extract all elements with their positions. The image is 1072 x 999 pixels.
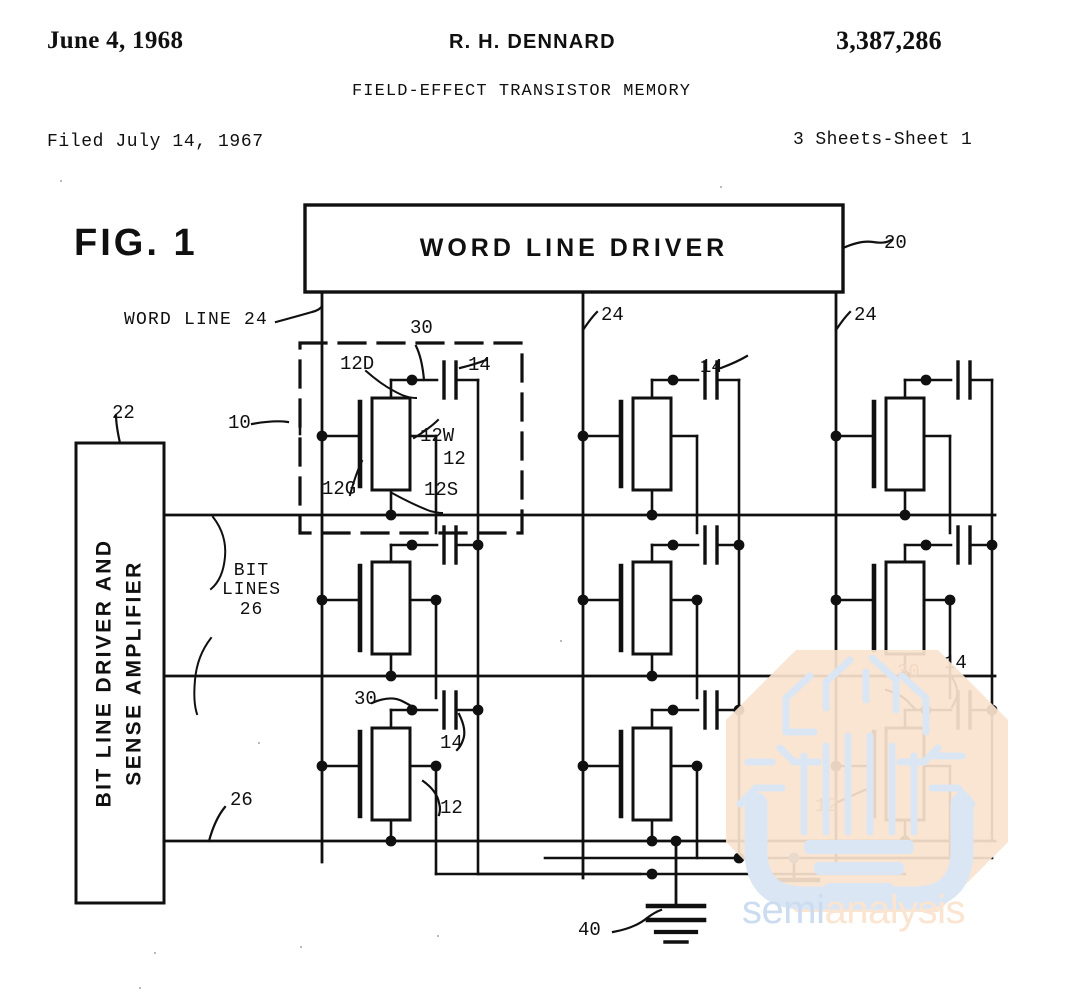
cell-r1c3-transistor-body — [884, 396, 926, 492]
junction-dots — [316, 374, 998, 880]
patent-title: FIELD-EFFECT TRANSISTOR MEMORY — [352, 82, 692, 101]
dot-bus-mid-652 — [646, 868, 658, 880]
dot-r2c2-cap — [733, 539, 745, 551]
cell-r3c1-transistor-body — [370, 726, 412, 822]
dot-r1c2-node — [667, 374, 679, 386]
scan-speck — [720, 186, 722, 188]
dot-bus-upper-739 — [733, 852, 745, 864]
cell-r2c3-transistor-body — [884, 560, 926, 656]
leader-22 — [114, 413, 122, 445]
dot-bus-ground-right — [788, 852, 800, 864]
leader-24-b — [581, 310, 599, 332]
leader-12w — [412, 418, 440, 440]
dot-r3c1-cap — [472, 704, 484, 716]
dot-r2c2-node — [667, 539, 679, 551]
dot-r3c3-wl — [830, 760, 842, 772]
dot-r2c1-wl — [316, 594, 328, 606]
cell-r3c3-transistor-body — [884, 726, 926, 822]
figure-label: FIG. 1 — [74, 222, 198, 264]
cell-r1c1-transistor-body — [370, 396, 412, 492]
dot-r2c3-wl — [830, 594, 842, 606]
leader-40 — [611, 908, 663, 934]
dot-r2c1-src — [385, 670, 397, 682]
patent-filed-date: Filed July 14, 1967 — [47, 132, 264, 152]
dot-r3c2-wl — [577, 760, 589, 772]
dot-r2c3-src — [899, 670, 911, 682]
leader-bitlines-lower — [193, 636, 213, 716]
dot-r3c2-src — [646, 835, 658, 847]
leader-14-a — [458, 358, 488, 370]
dot-r2c2-src — [646, 670, 658, 682]
dot-r2c2-wl — [577, 594, 589, 606]
scan-speck — [154, 952, 156, 954]
leader-12g — [348, 459, 364, 497]
dot-r1c1-wl — [316, 430, 328, 442]
leader-12d — [364, 369, 418, 400]
cell-r2c2-transistor-body — [631, 560, 673, 656]
scan-speck — [300, 946, 302, 948]
dot-r2c3-node — [920, 539, 932, 551]
dot-r3c3-src — [899, 835, 911, 847]
dot-r3c1-sub — [430, 760, 442, 772]
dot-r2c3-sub — [944, 594, 956, 606]
dot-r1c2-src — [646, 509, 658, 521]
leader-12-d — [836, 784, 876, 804]
dot-bus-ground40 — [670, 835, 682, 847]
bit-line-driver-box — [74, 441, 166, 905]
dot-r2c3-cap — [986, 539, 998, 551]
cell-r3c2-transistor-body — [631, 726, 673, 822]
scan-speck — [437, 935, 439, 937]
dot-r1c3-src — [899, 509, 911, 521]
dot-r3c2-node — [667, 704, 679, 716]
leader-12s — [390, 491, 444, 515]
dot-r2c1-sub — [430, 594, 442, 606]
cell-10-dashed-outline — [298, 341, 524, 535]
leader-10 — [250, 420, 290, 426]
leader-12-c — [421, 779, 442, 817]
patent-date: June 4, 1968 — [47, 27, 184, 54]
leader-20 — [841, 238, 893, 250]
dot-r3c2-sub — [691, 760, 703, 772]
dot-r1c1-node — [406, 374, 418, 386]
leader-wordline-24 — [274, 304, 324, 324]
dot-r1c3-node — [920, 374, 932, 386]
dot-r3c2-cap — [733, 704, 745, 716]
dot-r2c1-node — [406, 539, 418, 551]
leader-30-a — [414, 344, 426, 382]
dot-r1c3-wl — [830, 430, 842, 442]
dot-r2c2-sub — [691, 594, 703, 606]
leader-bitlines-upper — [209, 515, 227, 591]
leader-26-bottom — [207, 805, 227, 843]
dot-r3c3-cap — [986, 704, 998, 716]
dot-r1c2-wl — [577, 430, 589, 442]
dot-r3c1-wl — [316, 760, 328, 772]
dot-r1c1-src — [385, 509, 397, 521]
cell-r2c1-transistor-body — [370, 560, 412, 656]
dot-r2c1-cap — [472, 539, 484, 551]
leader-14-b — [719, 354, 749, 370]
scan-speck — [258, 742, 260, 744]
word-line-driver-box — [303, 203, 845, 294]
leader-14-c — [455, 712, 466, 752]
patent-sheet-count: 3 Sheets-Sheet 1 — [793, 130, 973, 150]
dot-r3c1-src — [385, 835, 397, 847]
cell-r1c2-transistor-body — [631, 396, 673, 492]
scan-speck — [139, 987, 141, 989]
dot-r3c3-node — [920, 704, 932, 716]
scan-speck — [60, 180, 62, 182]
dot-r3c1-node — [406, 704, 418, 716]
leader-30-c — [884, 688, 918, 712]
scan-speck — [560, 640, 562, 642]
patent-number: 3,387,286 — [836, 26, 942, 55]
patent-inventor: R. H. DENNARD — [449, 31, 616, 53]
leader-24-c — [834, 310, 852, 332]
